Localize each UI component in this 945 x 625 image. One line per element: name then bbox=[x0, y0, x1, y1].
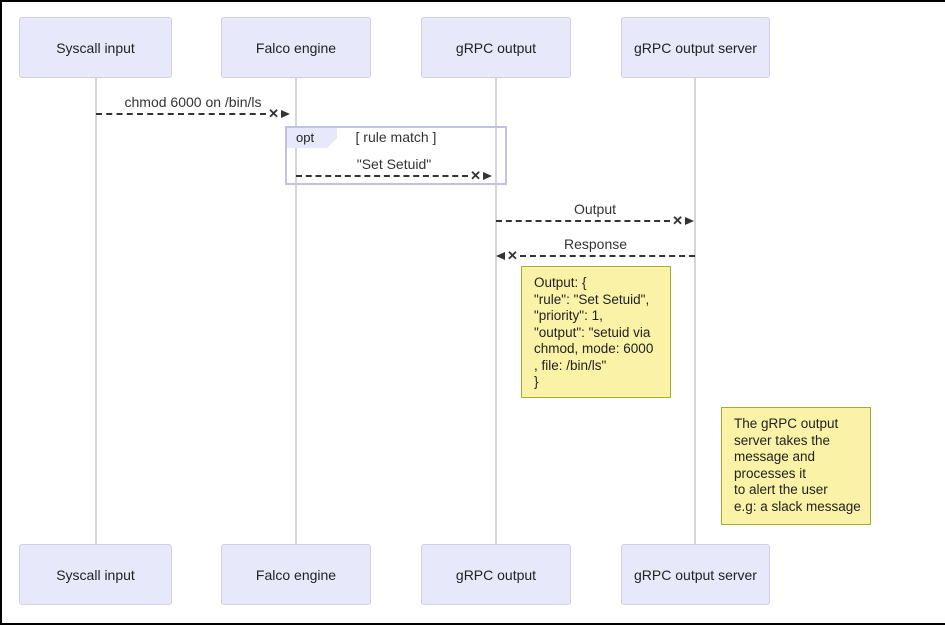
actor-label: Syscall input bbox=[56, 39, 135, 56]
actor-grpc-output-top: gRPC output bbox=[421, 17, 571, 78]
actor-label: gRPC output bbox=[455, 566, 537, 583]
arrowhead-icon bbox=[281, 110, 290, 118]
cross-icon: ✕ bbox=[672, 213, 683, 228]
actor-syscall-input-bottom: Syscall input bbox=[19, 544, 172, 605]
note-line: to alert the user bbox=[734, 482, 828, 497]
actor-grpc-output-bottom: gRPC output bbox=[421, 544, 571, 605]
message-output: Output ✕ bbox=[496, 201, 694, 228]
arrowhead-icon bbox=[496, 252, 505, 260]
note-grpc-server-info: The gRPC output server takes the message… bbox=[721, 407, 871, 525]
note-line: processes it bbox=[734, 465, 807, 481]
actor-label: gRPC output bbox=[455, 39, 537, 56]
actor-label: Syscall input bbox=[56, 566, 135, 583]
message-label: Output bbox=[573, 201, 617, 217]
note-line: , file: /bin/ls" bbox=[534, 357, 607, 373]
note-line: } bbox=[534, 374, 539, 389]
lifeline-grpc-output-server bbox=[694, 78, 696, 544]
note-line: chmod, mode: 6000 bbox=[534, 341, 654, 356]
note-line: e.g: a slack message bbox=[734, 498, 861, 514]
message-set-setuid: "Set Setuid" ✕ bbox=[296, 156, 492, 183]
note-line: "rule": "Set Setuid", bbox=[534, 291, 650, 307]
actor-falco-engine-bottom: Falco engine bbox=[221, 544, 371, 605]
message-label: "Set Setuid" bbox=[356, 156, 432, 172]
message-label: Response bbox=[563, 236, 628, 252]
actor-label: Falco engine bbox=[255, 39, 337, 56]
message-line bbox=[520, 255, 695, 257]
actor-grpc-output-server-top: gRPC output server bbox=[621, 17, 770, 78]
cross-icon: ✕ bbox=[470, 168, 481, 183]
actor-label: gRPC output server bbox=[634, 39, 757, 56]
actor-grpc-output-server-bottom: gRPC output server bbox=[621, 544, 770, 605]
message-line bbox=[496, 220, 670, 222]
opt-fragment: [ rule match ] opt bbox=[285, 126, 507, 185]
actor-label: Falco engine bbox=[255, 566, 337, 583]
note-line: "priority": 1, bbox=[534, 308, 603, 323]
lifeline-grpc-output bbox=[495, 78, 497, 544]
lifeline-falco-engine bbox=[295, 78, 297, 544]
cross-icon: ✕ bbox=[268, 106, 279, 121]
note-line: The gRPC output bbox=[734, 416, 839, 431]
message-chmod: chmod 6000 on /bin/ls ✕ bbox=[96, 94, 290, 121]
message-line bbox=[296, 175, 468, 177]
message-line bbox=[96, 113, 266, 115]
opt-label: opt bbox=[287, 128, 337, 148]
note-output-json: Output: { "rule": "Set Setuid", "priorit… bbox=[521, 266, 671, 398]
note-line: message and bbox=[734, 449, 816, 464]
message-response: Response ✕ bbox=[496, 236, 695, 263]
actor-syscall-input-top: Syscall input bbox=[19, 17, 172, 78]
message-label: chmod 6000 on /bin/ls bbox=[124, 94, 262, 110]
guard-label: [ rule match ] bbox=[355, 129, 437, 145]
arrowhead-icon bbox=[483, 172, 492, 180]
actor-label: gRPC output server bbox=[634, 566, 757, 583]
actor-falco-engine-top: Falco engine bbox=[221, 17, 371, 78]
note-line: server takes the bbox=[734, 432, 831, 448]
note-line: "output": "setuid via bbox=[534, 324, 651, 340]
cross-icon: ✕ bbox=[507, 248, 518, 263]
note-line: Output: { bbox=[534, 275, 587, 290]
lifeline-syscall-input bbox=[95, 78, 97, 544]
arrowhead-icon bbox=[685, 217, 694, 225]
